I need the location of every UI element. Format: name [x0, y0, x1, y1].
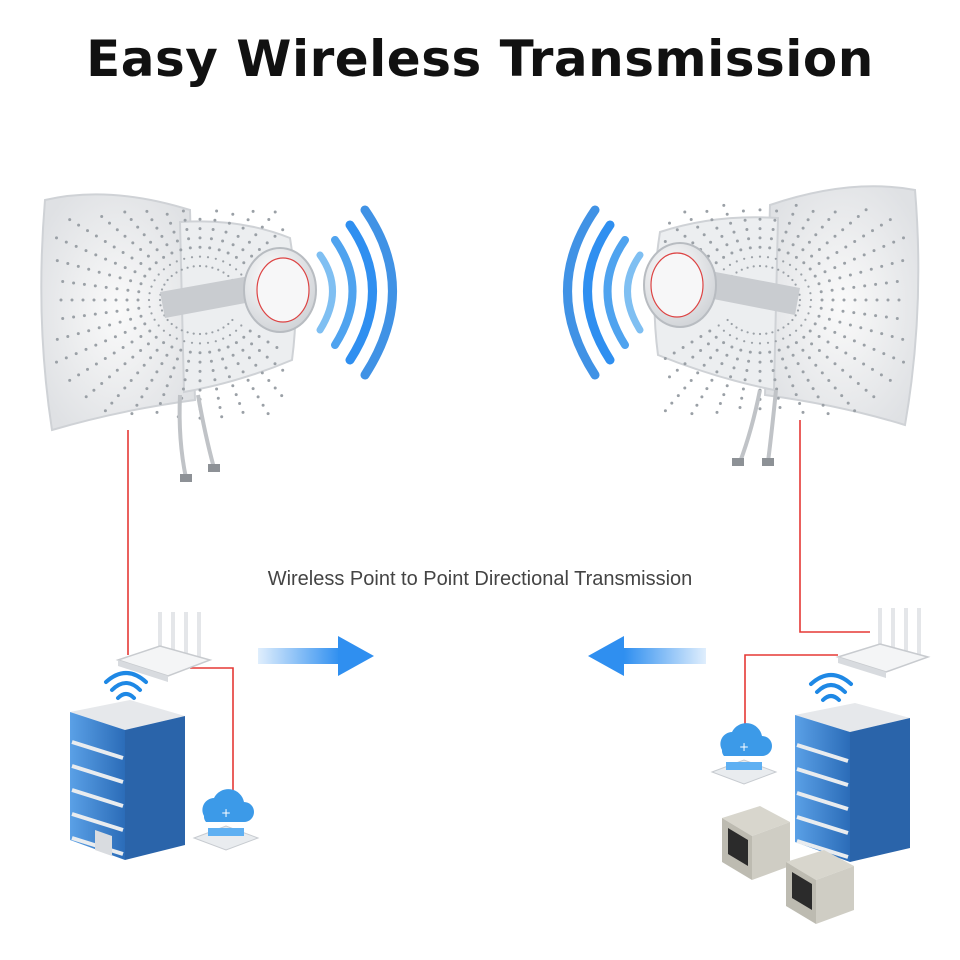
left-router-icon: [115, 612, 213, 682]
diagram-caption: Wireless Point to Point Directional Tran…: [267, 568, 693, 590]
right-wifi-icon: [809, 673, 853, 702]
monitor-icon-1: [722, 806, 790, 880]
left-panel-antenna: [40, 193, 317, 482]
svg-text:+: +: [221, 806, 231, 820]
right-panel-antenna: [643, 185, 920, 466]
left-signal-waves: [316, 205, 397, 380]
monitor-icon-2: [786, 850, 854, 924]
left-cloud-server-icon: +: [192, 789, 260, 851]
left-wifi-icon: [104, 671, 148, 700]
right-cloud-server-icon: +: [710, 723, 778, 785]
network-cables: [127, 420, 870, 790]
arrow-left: [588, 636, 706, 676]
arrow-right: [258, 636, 374, 676]
right-signal-waves: [563, 205, 644, 380]
page-title: Easy Wireless Transmission: [86, 30, 874, 88]
right-router-icon: [835, 608, 931, 678]
svg-text:+: +: [739, 740, 749, 754]
left-building-icon: [70, 700, 185, 860]
right-building-icon: [795, 703, 910, 862]
